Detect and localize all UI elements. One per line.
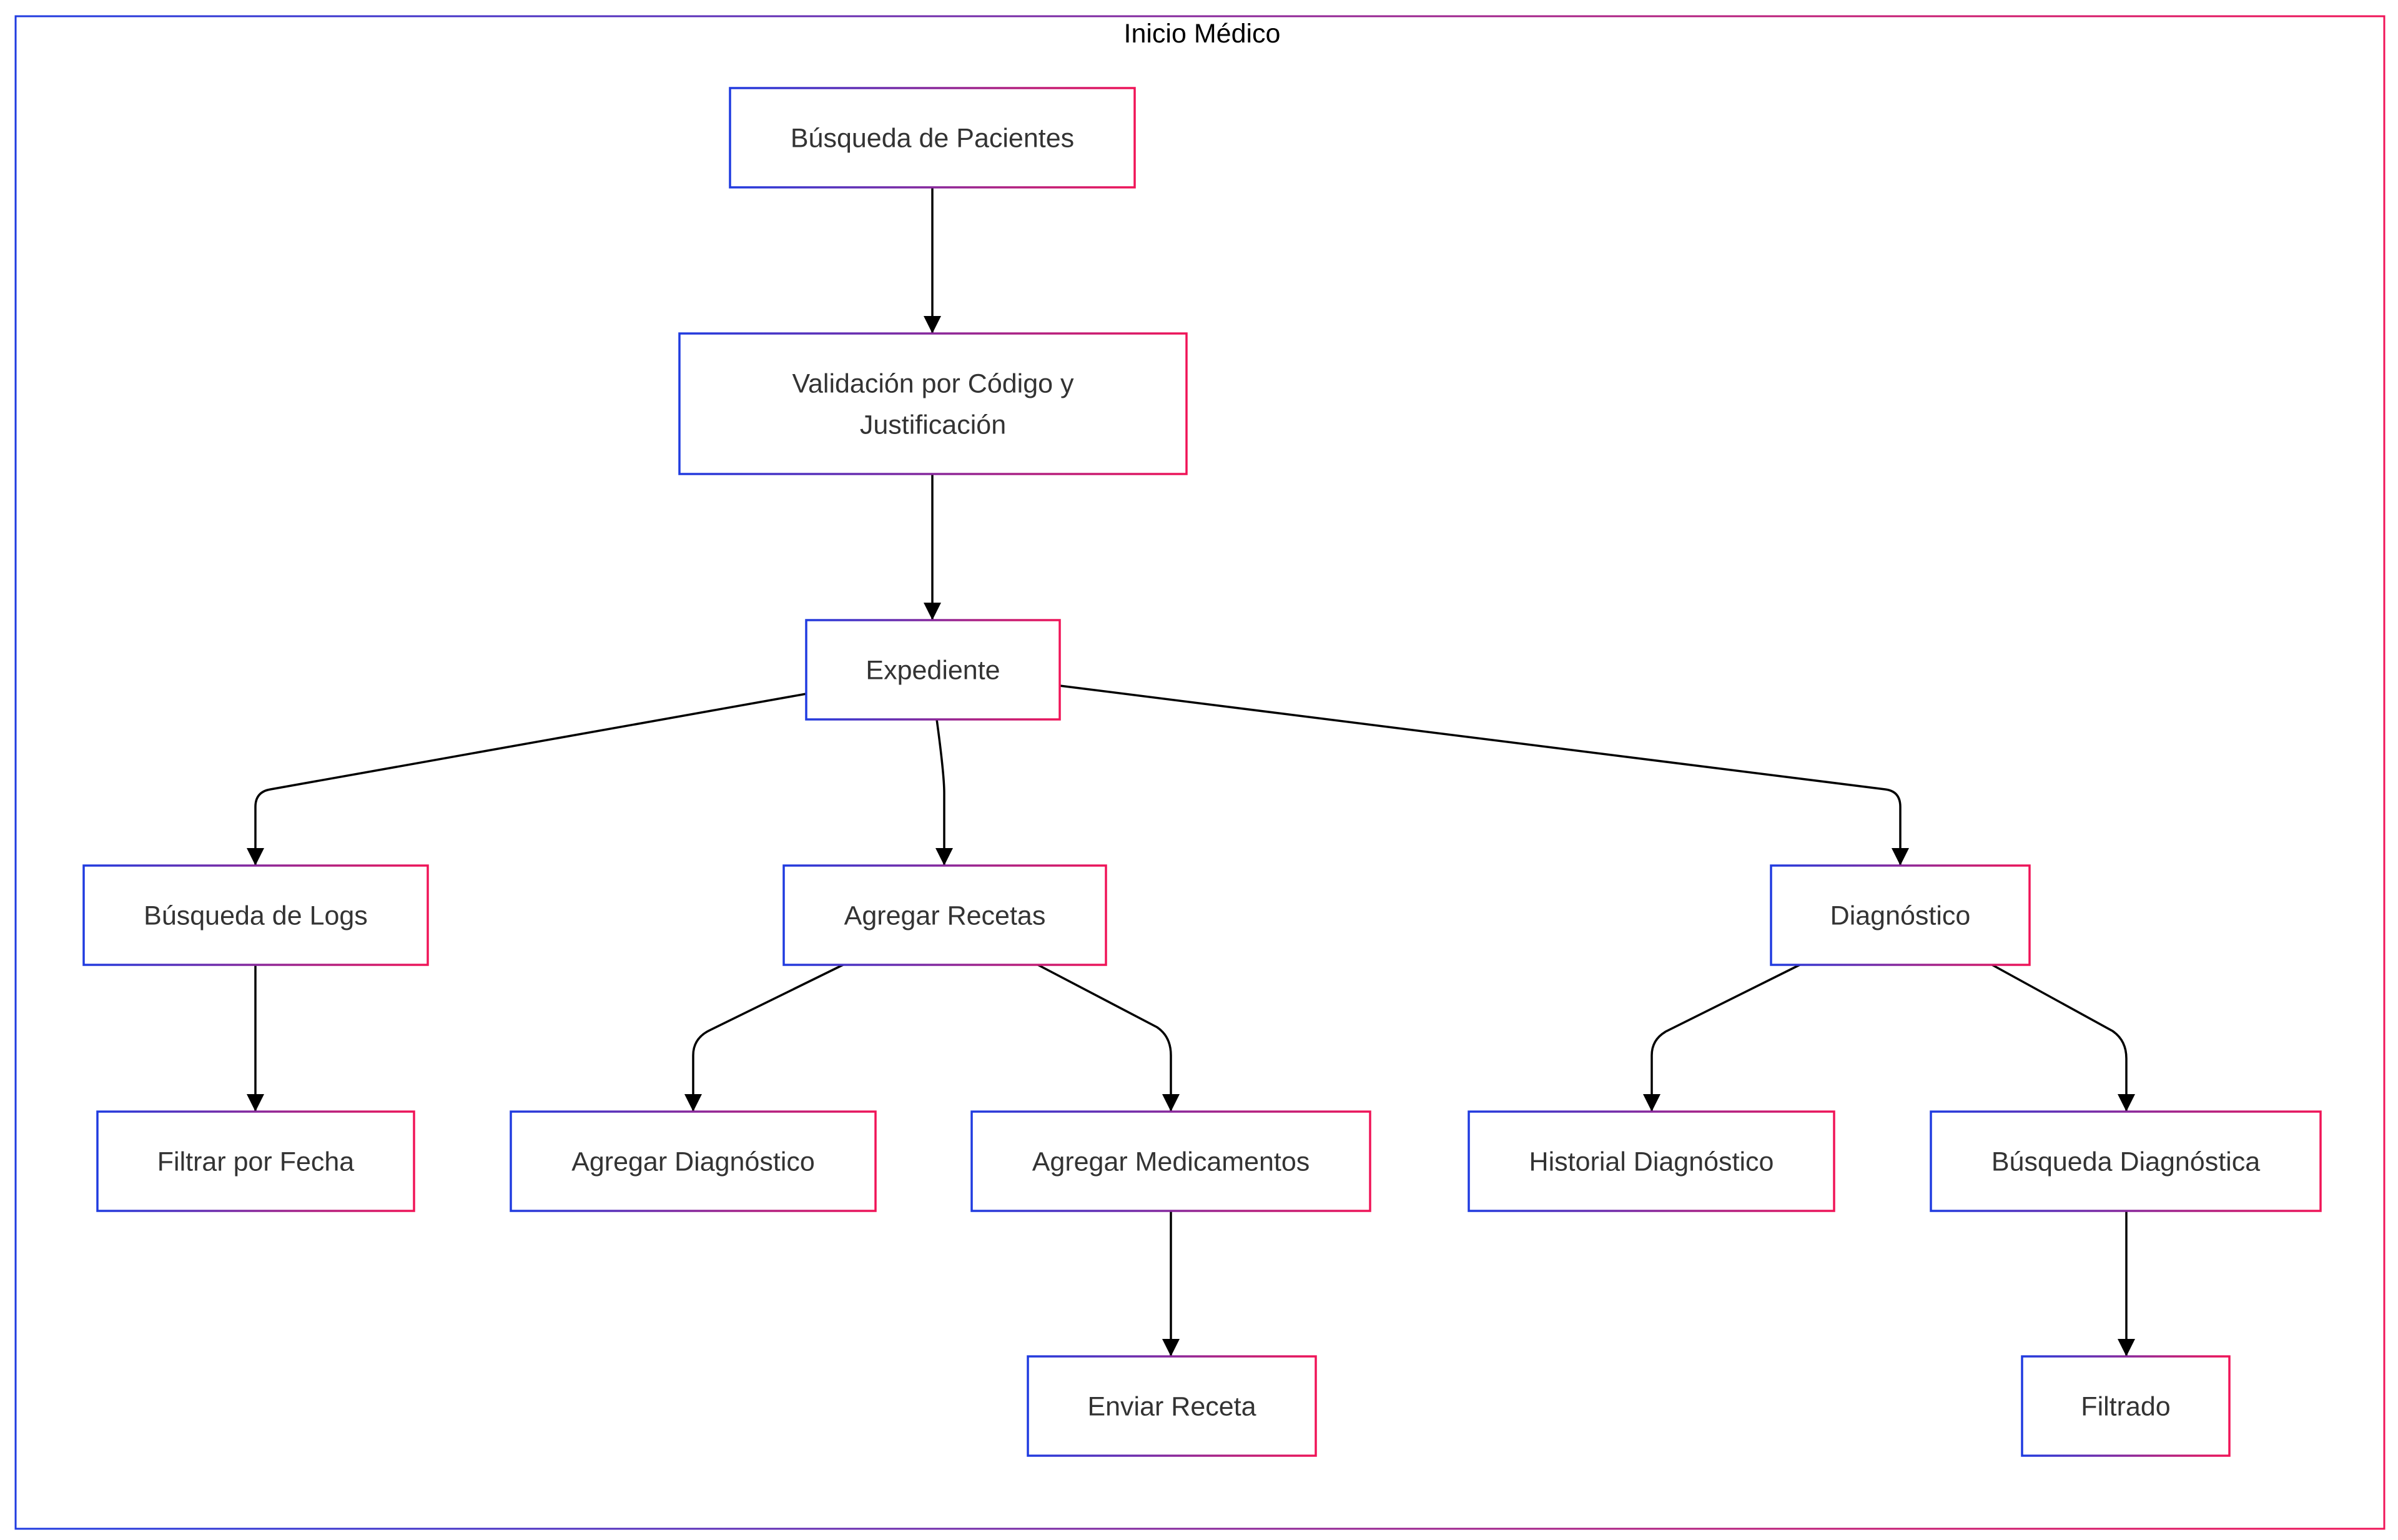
node-box [1930, 1110, 2322, 1212]
edge-agregar-recetas-to-agregar-diagnostico [684, 964, 844, 1112]
edge-expediente-to-agregar-recetas [935, 719, 953, 866]
node-box [82, 864, 429, 966]
node-expediente: Expediente [805, 619, 1061, 721]
node-label: Agregar Diagnóstico [571, 1147, 815, 1177]
node-label: Enviar Receta [1087, 1392, 1256, 1422]
node-box [678, 332, 1188, 475]
node-label: Justificación [860, 410, 1006, 440]
node-label: Validación por Código y [792, 369, 1074, 399]
edge-agregar-recetas-to-agregar-medicamentos [1037, 964, 1180, 1112]
container-frame [14, 15, 2386, 1530]
node-label: Agregar Medicamentos [1032, 1147, 1310, 1177]
node-box [1468, 1110, 1835, 1212]
node-agregar-recetas: Agregar Recetas [782, 864, 1107, 966]
node-label: Filtrado [2081, 1392, 2170, 1422]
container-title: Inicio Médico [1124, 19, 1281, 49]
edge-diagnostico-to-busqueda-diagnostica [1991, 964, 2135, 1112]
node-box [805, 619, 1061, 721]
node-label: Historial Diagnóstico [1529, 1147, 1774, 1177]
edges-layer [247, 187, 2135, 1356]
node-historial-diagnostico: Historial Diagnóstico [1468, 1110, 1835, 1212]
node-label: Búsqueda Diagnóstica [1991, 1147, 2260, 1177]
node-box [1027, 1355, 1317, 1457]
node-label: Filtrar por Fecha [157, 1147, 355, 1177]
node-busqueda-logs: Búsqueda de Logs [82, 864, 429, 966]
node-box [782, 864, 1107, 966]
node-busqueda-pacientes: Búsqueda de Pacientes [729, 87, 1136, 189]
node-box [96, 1110, 415, 1212]
node-box [729, 87, 1136, 189]
node-box [2021, 1355, 2231, 1457]
node-label: Búsqueda de Logs [144, 901, 368, 931]
node-busqueda-diagnostica: Búsqueda Diagnóstica [1930, 1110, 2322, 1212]
node-diagnostico: Diagnóstico [1770, 864, 2031, 966]
node-label: Agregar Recetas [844, 901, 1046, 931]
node-validacion: Validación por Código y Justificación [678, 332, 1188, 475]
node-enviar-receta: Enviar Receta [1027, 1355, 1317, 1457]
node-agregar-diagnostico: Agregar Diagnóstico [510, 1110, 877, 1212]
node-label: Diagnóstico [1830, 901, 1971, 931]
node-filtrado: Filtrado [2021, 1355, 2231, 1457]
edge-expediente-to-busqueda-logs [247, 693, 807, 866]
node-filtrar-fecha: Filtrar por Fecha [96, 1110, 415, 1212]
edge-expediente-to-diagnostico [1059, 684, 1909, 866]
node-label: Búsqueda de Pacientes [791, 124, 1074, 154]
node-label: Expediente [866, 656, 1000, 686]
node-box [1770, 864, 2031, 966]
edge-diagnostico-to-historial-diagnostico [1643, 964, 1800, 1112]
node-agregar-medicamentos: Agregar Medicamentos [970, 1110, 1371, 1212]
node-box [970, 1110, 1371, 1212]
node-box [510, 1110, 877, 1212]
